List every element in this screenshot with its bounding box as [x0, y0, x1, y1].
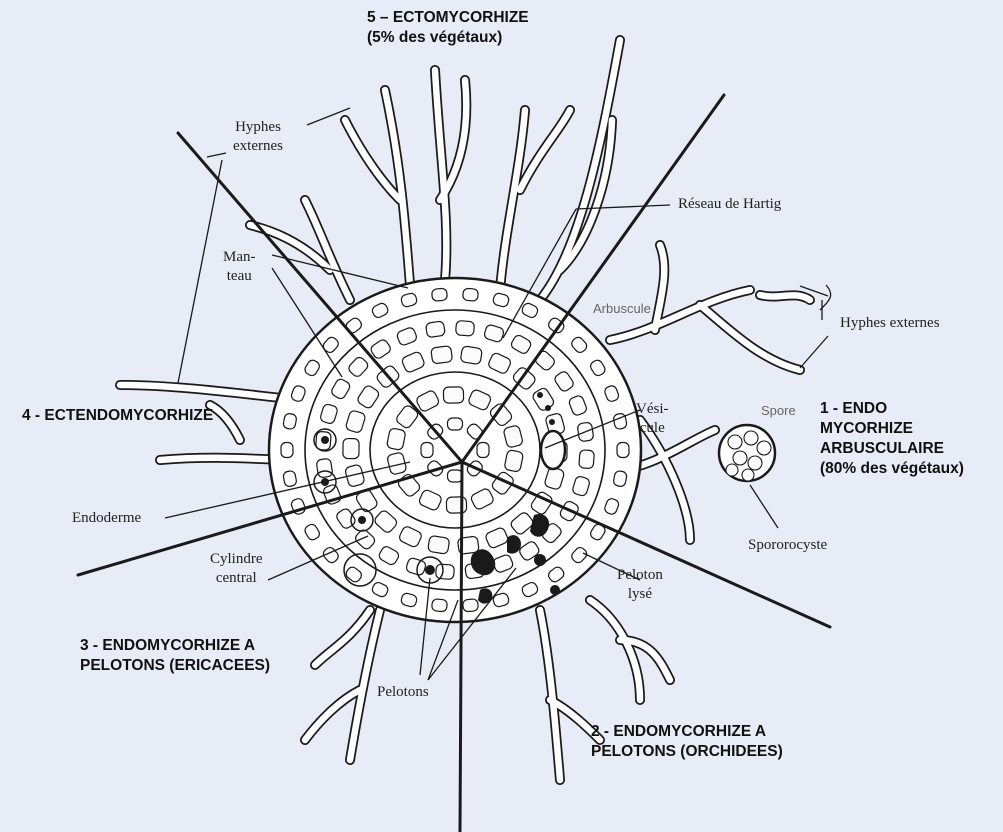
label-vesicule-line2: cule: [636, 419, 669, 438]
label-manteau-line2: teau: [223, 267, 256, 286]
sector-2-title: 2 - ENDOMYCORHIZE A PELOTONS (ORCHIDEES): [591, 722, 783, 762]
label-peloton-lyse-line2: lysé: [617, 585, 663, 604]
sector-1-title-line4: (80% des végétaux): [820, 459, 964, 479]
sector-5-title-line2: (5% des végétaux): [367, 28, 529, 48]
sector-1-title-line1: 1 - ENDO: [820, 399, 964, 419]
sector-3-title-line2: PELOTONS (ERICACEES): [80, 656, 270, 676]
sector-5-title-line1: 5 – ECTOMYCORHIZE: [367, 8, 529, 28]
label-manteau-line1: Man-: [223, 248, 256, 267]
label-manteau: Man- teau: [223, 248, 256, 286]
label-vesicule-line1: Vési-: [636, 400, 669, 419]
label-reseau-hartig: Réseau de Hartig: [678, 195, 781, 214]
label-hyphes-externes-line2: externes: [233, 137, 283, 156]
label-endoderme: Endoderme: [72, 509, 141, 528]
label-spore: Spore: [761, 403, 796, 418]
label-peloton-lyse: Peloton lysé: [617, 566, 663, 604]
sector-3-title: 3 - ENDOMYCORHIZE A PELOTONS (ERICACEES): [80, 636, 270, 676]
label-cylindre-central-line2: central: [210, 569, 263, 588]
sporocyst: [719, 425, 775, 481]
root-body: [269, 278, 641, 622]
label-hyphes-externes-right: Hyphes externes: [840, 314, 940, 333]
sector-1-title: 1 - ENDO MYCORHIZE ARBUSCULAIRE (80% des…: [820, 399, 964, 479]
sector-3-title-line1: 3 - ENDOMYCORHIZE A: [80, 636, 270, 656]
label-sporocyste: Spororocyste: [748, 536, 827, 555]
label-hyphes-externes: Hyphes externes: [233, 118, 283, 156]
label-vesicule: Vési- cule: [636, 400, 669, 438]
label-cylindre-central-line1: Cylindre: [210, 550, 263, 569]
label-pelotons: Pelotons: [377, 683, 429, 702]
sector-1-title-line2: MYCORHIZE: [820, 419, 964, 439]
label-cylindre-central: Cylindre central: [210, 550, 263, 588]
sector-5-title: 5 – ECTOMYCORHIZE (5% des végétaux): [367, 8, 529, 48]
sector-4-title: 4 - ECTENDOMYCORHIZE: [22, 406, 213, 426]
sector-2-title-line2: PELOTONS (ORCHIDEES): [591, 742, 783, 762]
sector-2-title-line1: 2 - ENDOMYCORHIZE A: [591, 722, 783, 742]
label-arbuscule: Arbuscule: [593, 301, 651, 316]
label-peloton-lyse-line1: Peloton: [617, 566, 663, 585]
label-hyphes-externes-line1: Hyphes: [233, 118, 283, 137]
sector-1-title-line3: ARBUSCULAIRE: [820, 439, 964, 459]
